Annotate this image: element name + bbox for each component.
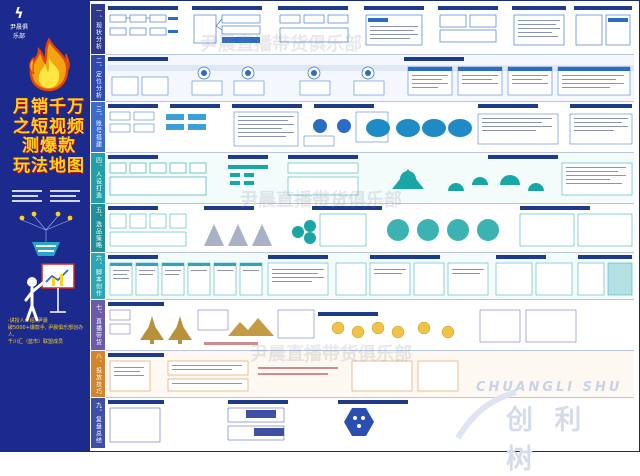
bolt-icon: ϟ [14, 6, 24, 22]
title-line-3: 测爆款 [22, 136, 76, 156]
category-9: 九、复盘总结 [91, 398, 105, 448]
row-7-diagram [108, 302, 577, 345]
band-separator [106, 203, 634, 204]
row-9-diagram [108, 400, 408, 443]
logo-label: 尹晨俱乐部 [9, 24, 28, 40]
category-7: 七、直播带货 [91, 300, 105, 350]
category-3: 三、账号搭建 [91, 102, 105, 152]
title-line-4: 玩法地图 [13, 155, 85, 176]
watermark: 尹晨直播带货俱乐部 [240, 190, 402, 211]
category-8: 八、投放技巧 [91, 351, 105, 397]
presenter-icon [24, 263, 75, 322]
band-separator [106, 350, 634, 351]
bio-line-1: ·讲授人介绍: 尹晨 [8, 318, 48, 324]
row-3-diagram [108, 104, 633, 147]
bio-line-3: 千川汇（蓝市）联盟成员 [8, 339, 64, 345]
presenter-bio: ·讲授人介绍: 尹晨 破5000+爆款手, 尹晨俱乐部创办人, 千川汇（蓝市）联… [8, 318, 88, 346]
brand-chinese: 创 利 树 [506, 405, 588, 475]
map-title: 月销千万 之短视频 测爆款 玩法地图 [6, 97, 92, 176]
band-separator [106, 397, 634, 398]
watermark: 尹晨直播带货俱乐部 [200, 34, 362, 55]
row-5-diagram [108, 206, 633, 247]
category-2: 二、定位分析 [91, 55, 105, 101]
category-5: 五、选品策略 [91, 204, 105, 252]
band-separator [106, 299, 634, 300]
band-separator [106, 54, 634, 55]
row-1-flow [108, 6, 632, 46]
row-4-diagram [108, 155, 633, 196]
brand-wing-icon [456, 389, 517, 440]
brand-latin: CHUANGLI SHU [476, 380, 623, 395]
club-logo: ϟ 尹晨俱乐部 [8, 6, 30, 40]
row-8-diagram [108, 353, 459, 392]
category-4: 四、人设打造 [91, 153, 105, 203]
flame-icon [29, 38, 70, 92]
band-separator [106, 101, 634, 102]
band-separator [106, 252, 634, 253]
title-line-2: 之短视频 [13, 116, 85, 137]
bio-line-2: 破5000+爆款手, 尹晨俱乐部创办人, [8, 325, 84, 338]
band-separator [106, 152, 634, 153]
row-2-timeline [108, 57, 634, 96]
category-1: 一、现状分析 [91, 4, 105, 54]
summary-tree [12, 190, 80, 256]
title-line-1: 月销千万 [13, 97, 85, 117]
watermark: 尹晨直播带货俱乐部 [250, 344, 412, 365]
category-6: 六、脚本创作 [91, 253, 105, 299]
brand-logo: CHUANGLI SHU 创 利 树 [456, 378, 632, 475]
left-panel: ϟ 尹晨俱乐部 月销千万 之短视频 测爆款 玩法地图 ·讲授人介绍: 尹晨 破5… [0, 0, 90, 452]
row-6-diagram [108, 255, 633, 296]
